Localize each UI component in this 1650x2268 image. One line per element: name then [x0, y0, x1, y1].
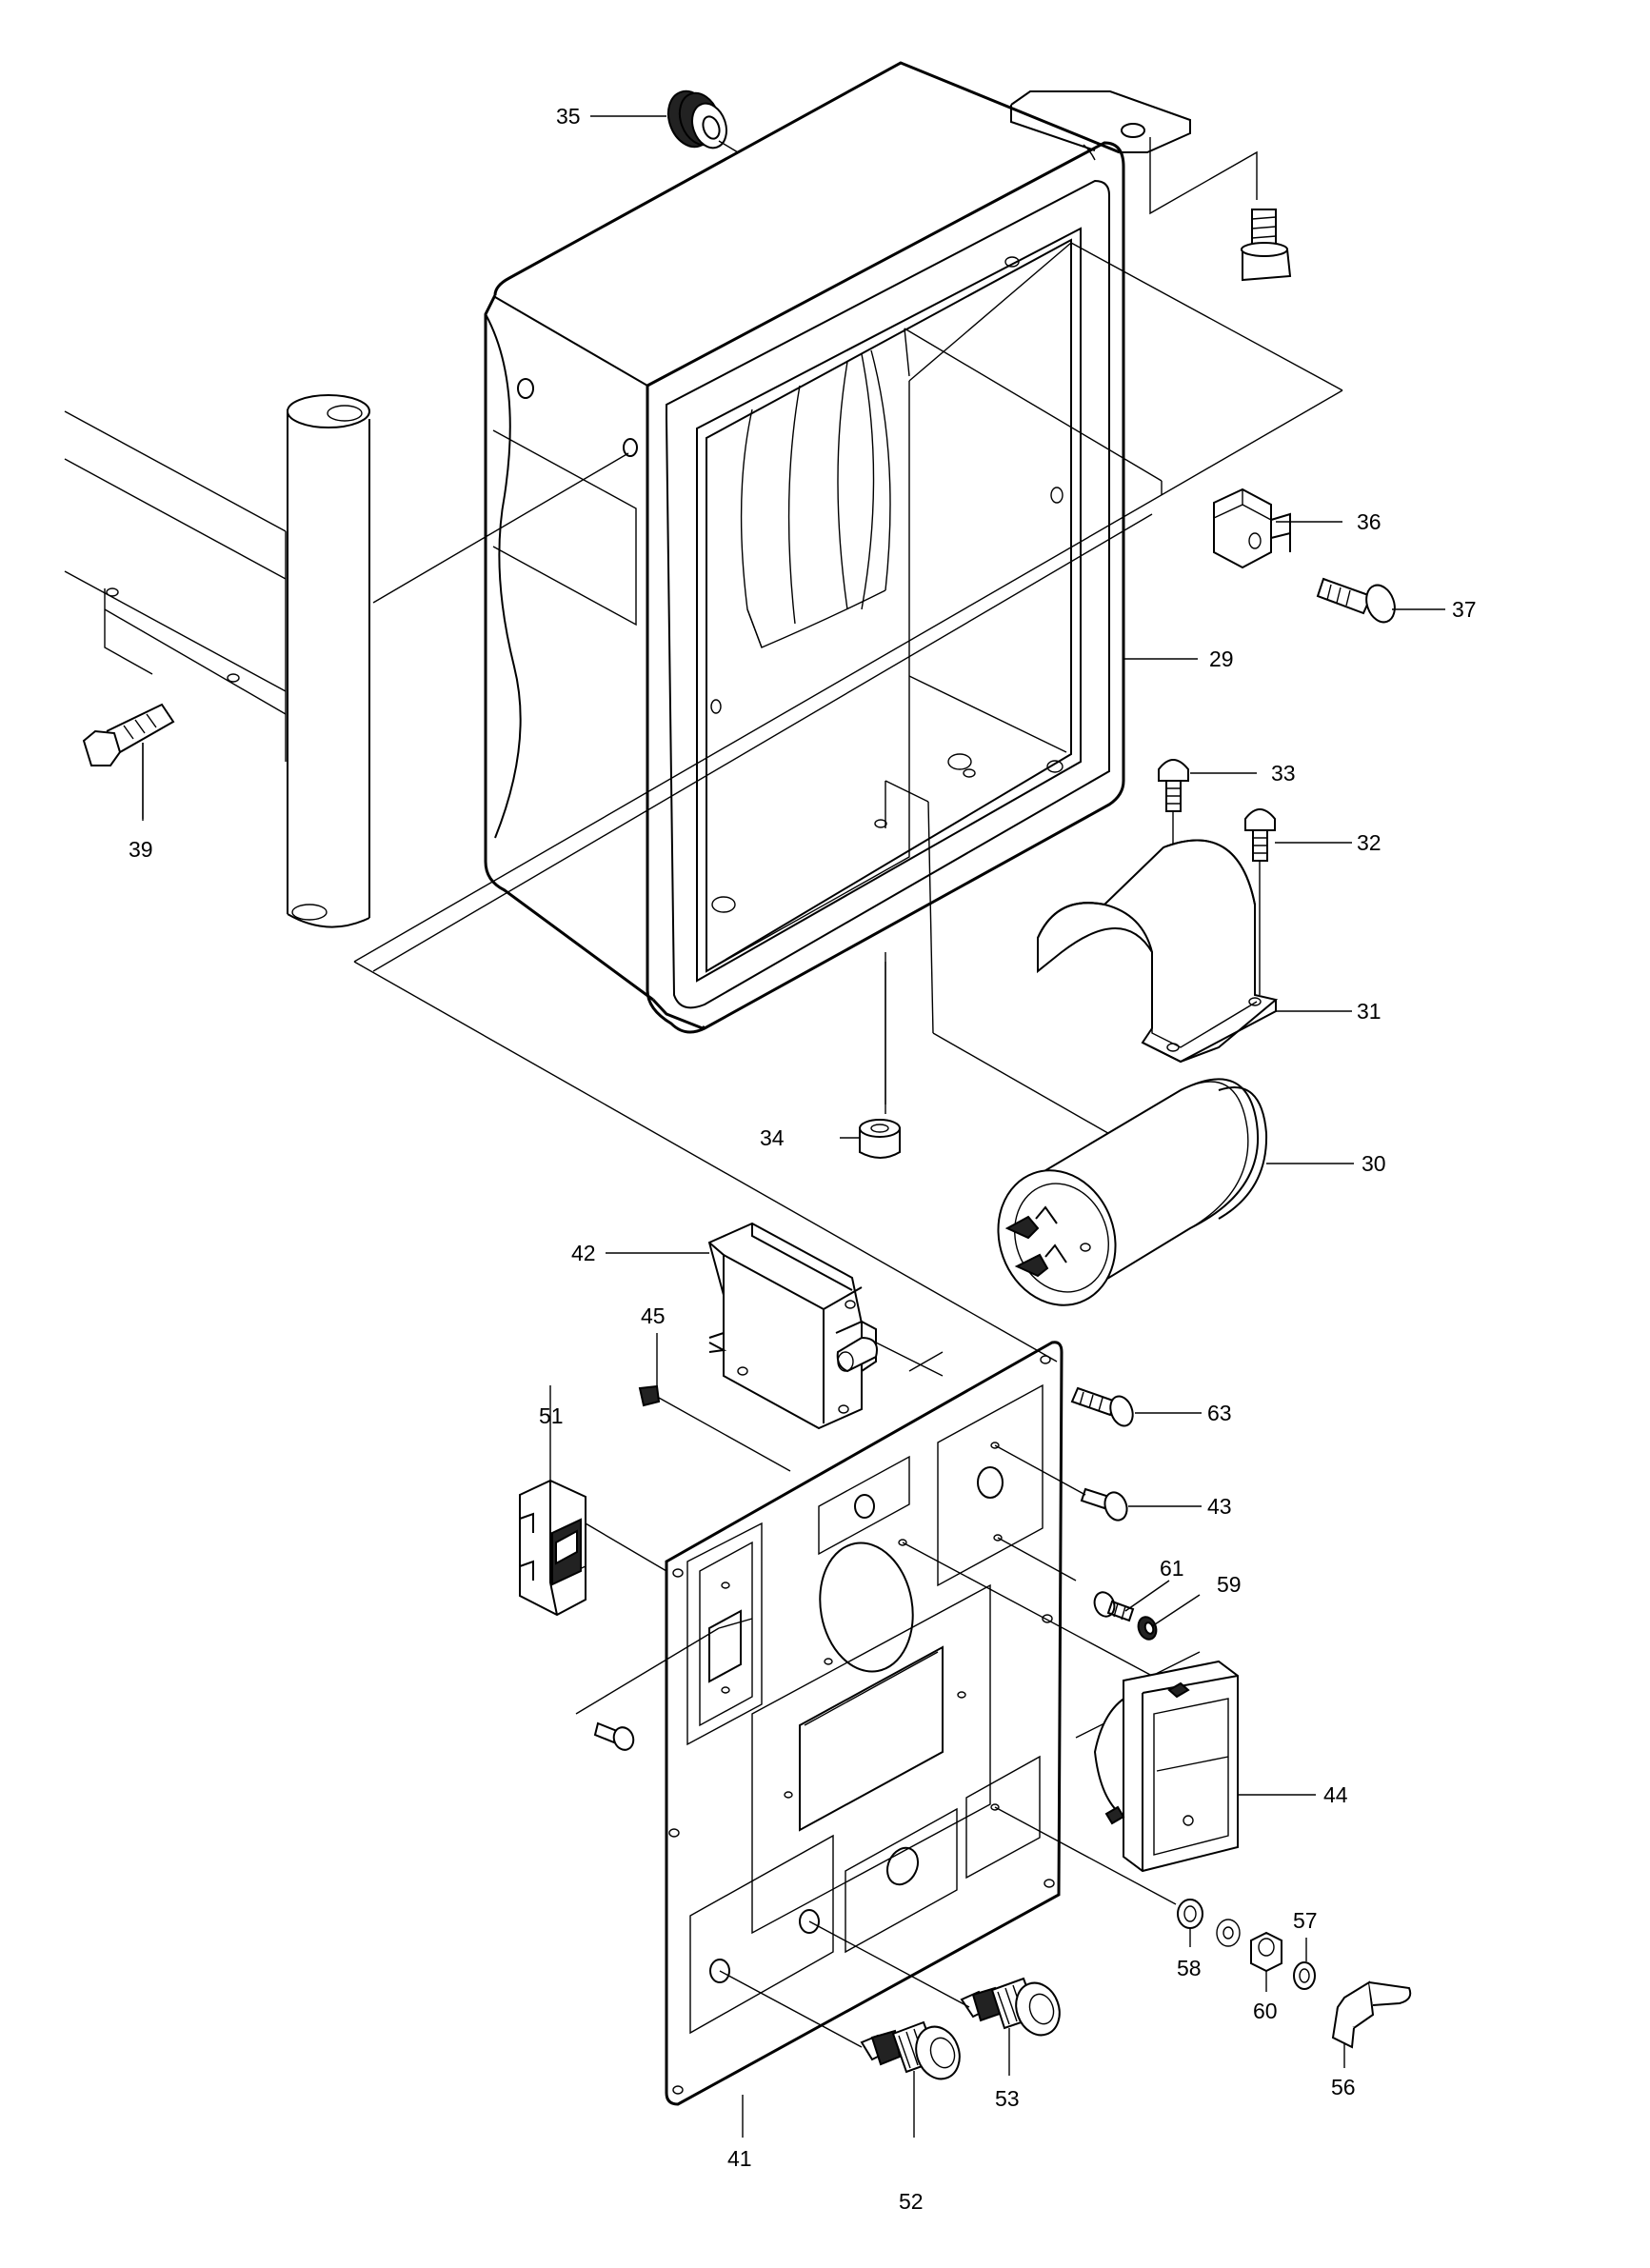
part-labels: 35 36 37 29 33 32 39 31 34 30 42 45 51 6… — [129, 104, 1477, 2214]
label-58: 58 — [1177, 1956, 1202, 1980]
bolt-39 — [82, 703, 175, 819]
hex-bolt-top-right — [1149, 137, 1292, 282]
front-panel-41 — [665, 1341, 1064, 2106]
circuit-breaker-42 — [707, 1222, 944, 1430]
grommet-35 — [666, 90, 739, 153]
label-56: 56 — [1331, 2075, 1356, 2099]
nut-34 — [859, 1119, 901, 1159]
nut-60 — [1250, 1931, 1282, 1973]
washer-59 — [1137, 1616, 1158, 1641]
label-30: 30 — [1362, 1151, 1386, 1176]
screw-43 — [1080, 1487, 1128, 1522]
label-39: 39 — [129, 837, 153, 862]
capacitor-30 — [997, 1078, 1268, 1306]
screw-32 — [1244, 808, 1276, 995]
label-32: 32 — [1357, 830, 1382, 855]
capacitor-clamp-31 — [1037, 839, 1279, 1064]
label-35: 35 — [556, 104, 581, 129]
label-36: 36 — [1357, 509, 1382, 534]
label-31: 31 — [1357, 999, 1382, 1024]
terminal-52 — [860, 2020, 961, 2080]
assembly-lines — [353, 242, 1343, 1363]
washer-58 — [1177, 1899, 1203, 1929]
screw-61 — [1093, 1591, 1135, 1622]
label-57: 57 — [1293, 1908, 1318, 1933]
frame-tube — [287, 394, 370, 928]
small-screw-51 — [575, 1618, 753, 1751]
label-51: 51 — [539, 1403, 564, 1428]
rocker-switch-51 — [519, 1385, 667, 1617]
label-61: 61 — [1160, 1556, 1184, 1581]
label-41: 41 — [727, 2146, 752, 2171]
frame-rail — [64, 410, 287, 762]
label-37: 37 — [1452, 597, 1477, 622]
label-53: 53 — [995, 2086, 1020, 2111]
screw-63 — [1070, 1386, 1134, 1427]
leader-lines — [142, 115, 1445, 2138]
terminal-36 — [1213, 487, 1291, 569]
washer-57 — [1293, 1961, 1316, 1990]
label-45: 45 — [641, 1303, 666, 1328]
label-43: 43 — [1207, 1494, 1232, 1519]
screw-37 — [1316, 577, 1396, 624]
assembly-lines-meter — [719, 1444, 1201, 2048]
label-33: 33 — [1271, 761, 1296, 786]
label-42: 42 — [571, 1241, 596, 1265]
wing-nut-56 — [1331, 1980, 1412, 2049]
washer-mid — [1216, 1919, 1241, 1947]
label-59: 59 — [1217, 1572, 1242, 1597]
label-60: 60 — [1253, 1999, 1278, 2023]
label-34: 34 — [760, 1125, 785, 1150]
nut-45 — [638, 1384, 791, 1472]
label-63: 63 — [1207, 1401, 1232, 1425]
label-44: 44 — [1323, 1782, 1348, 1807]
meter-44 — [1093, 1660, 1239, 1873]
label-29: 29 — [1209, 647, 1234, 671]
control-box — [484, 61, 1191, 1034]
label-52: 52 — [899, 2189, 924, 2214]
terminal-53 — [960, 1977, 1061, 2037]
